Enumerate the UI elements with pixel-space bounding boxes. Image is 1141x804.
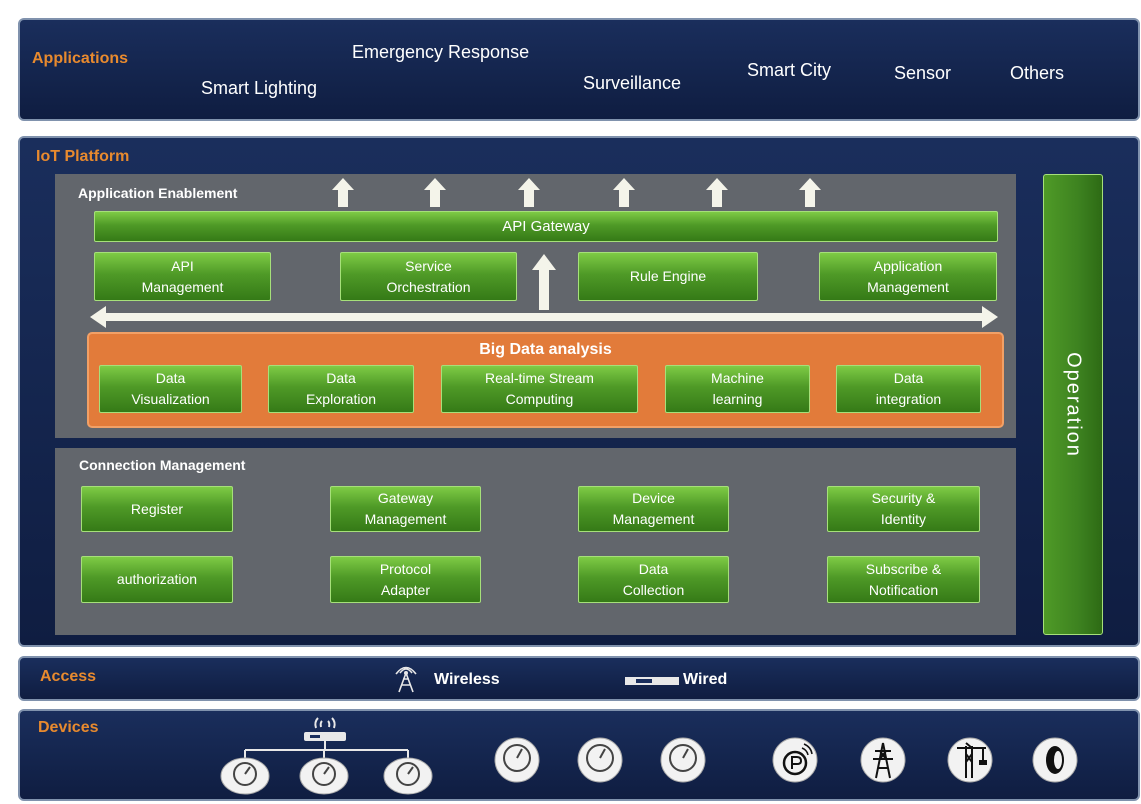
realtime-stream-box: Real-time Stream Computing <box>441 365 638 413</box>
api-management-box: API Management <box>94 252 271 301</box>
crane-icon <box>947 737 993 783</box>
machine-learning-box: Machine learning <box>665 365 810 413</box>
meter-icon <box>577 737 623 783</box>
up-arrow-icon <box>424 178 446 207</box>
service-orchestration-box: Service Orchestration <box>340 252 517 301</box>
authorization-box: authorization <box>81 556 233 603</box>
api-gateway: API Gateway <box>94 211 998 242</box>
connector-arrows <box>90 254 998 328</box>
devices-title: Devices <box>38 719 99 736</box>
applications-title: Applications <box>32 50 129 67</box>
subscribe-notification-box: Subscribe & Notification <box>827 556 980 603</box>
wired-label: Wired <box>683 671 728 688</box>
up-arrow-icon <box>518 178 540 207</box>
meter-icon <box>220 757 270 795</box>
meter-icon <box>494 737 540 783</box>
app-others: Others <box>1010 63 1065 83</box>
connection-management-title: Connection Management <box>79 457 246 473</box>
data-visualization-box: Data Visualization <box>99 365 242 413</box>
meter-icon <box>299 757 349 795</box>
up-arrow-icon <box>332 178 354 207</box>
wireless-label: Wireless <box>434 671 500 688</box>
power-tower-icon <box>860 737 906 783</box>
up-arrows <box>332 178 821 207</box>
data-exploration-box: Data Exploration <box>268 365 414 413</box>
data-integration-box: Data integration <box>836 365 981 413</box>
security-identity-box: Security & Identity <box>827 486 980 532</box>
up-arrow-icon <box>706 178 728 207</box>
up-arrow-icon <box>613 178 635 207</box>
up-arrow-icon <box>532 254 556 310</box>
up-arrow-icon <box>799 178 821 207</box>
gateway-management-box: Gateway Management <box>330 486 481 532</box>
wireless-tower-icon <box>395 666 417 693</box>
protocol-adapter-box: Protocol Adapter <box>330 556 481 603</box>
app-smart-lighting: Smart Lighting <box>201 78 318 98</box>
app-sensor: Sensor <box>894 63 952 83</box>
applications-panel: Applications Emergency Response Smart Li… <box>18 18 1140 121</box>
iot-platform-title: IoT Platform <box>36 148 130 165</box>
meter-icon <box>383 757 433 795</box>
register-box: Register <box>81 486 233 532</box>
tire-icon <box>1032 737 1078 783</box>
application-management-box: Application Management <box>819 252 997 301</box>
application-enablement-title: Application Enablement <box>78 185 238 201</box>
router-icon <box>244 717 409 760</box>
parking-icon <box>772 737 818 783</box>
operation-label: Operation <box>1062 351 1085 458</box>
big-data-title: Big Data analysis <box>479 341 612 358</box>
rule-engine-box: Rule Engine <box>578 252 758 301</box>
app-emergency-response: Emergency Response <box>352 42 530 62</box>
operation-bar: Operation <box>1043 174 1103 635</box>
connection-management-panel <box>55 448 1016 635</box>
wired-cable-icon <box>625 677 679 685</box>
data-collection-box: Data Collection <box>578 556 729 603</box>
devices-icons <box>220 717 1078 795</box>
double-arrow-icon <box>90 306 998 328</box>
device-management-box: Device Management <box>578 486 729 532</box>
access-title: Access <box>40 668 97 685</box>
access-panel: Access Wireless Wired <box>18 656 1140 701</box>
app-surveillance: Surveillance <box>583 73 682 93</box>
app-smart-city: Smart City <box>747 60 832 80</box>
meter-icon <box>660 737 706 783</box>
